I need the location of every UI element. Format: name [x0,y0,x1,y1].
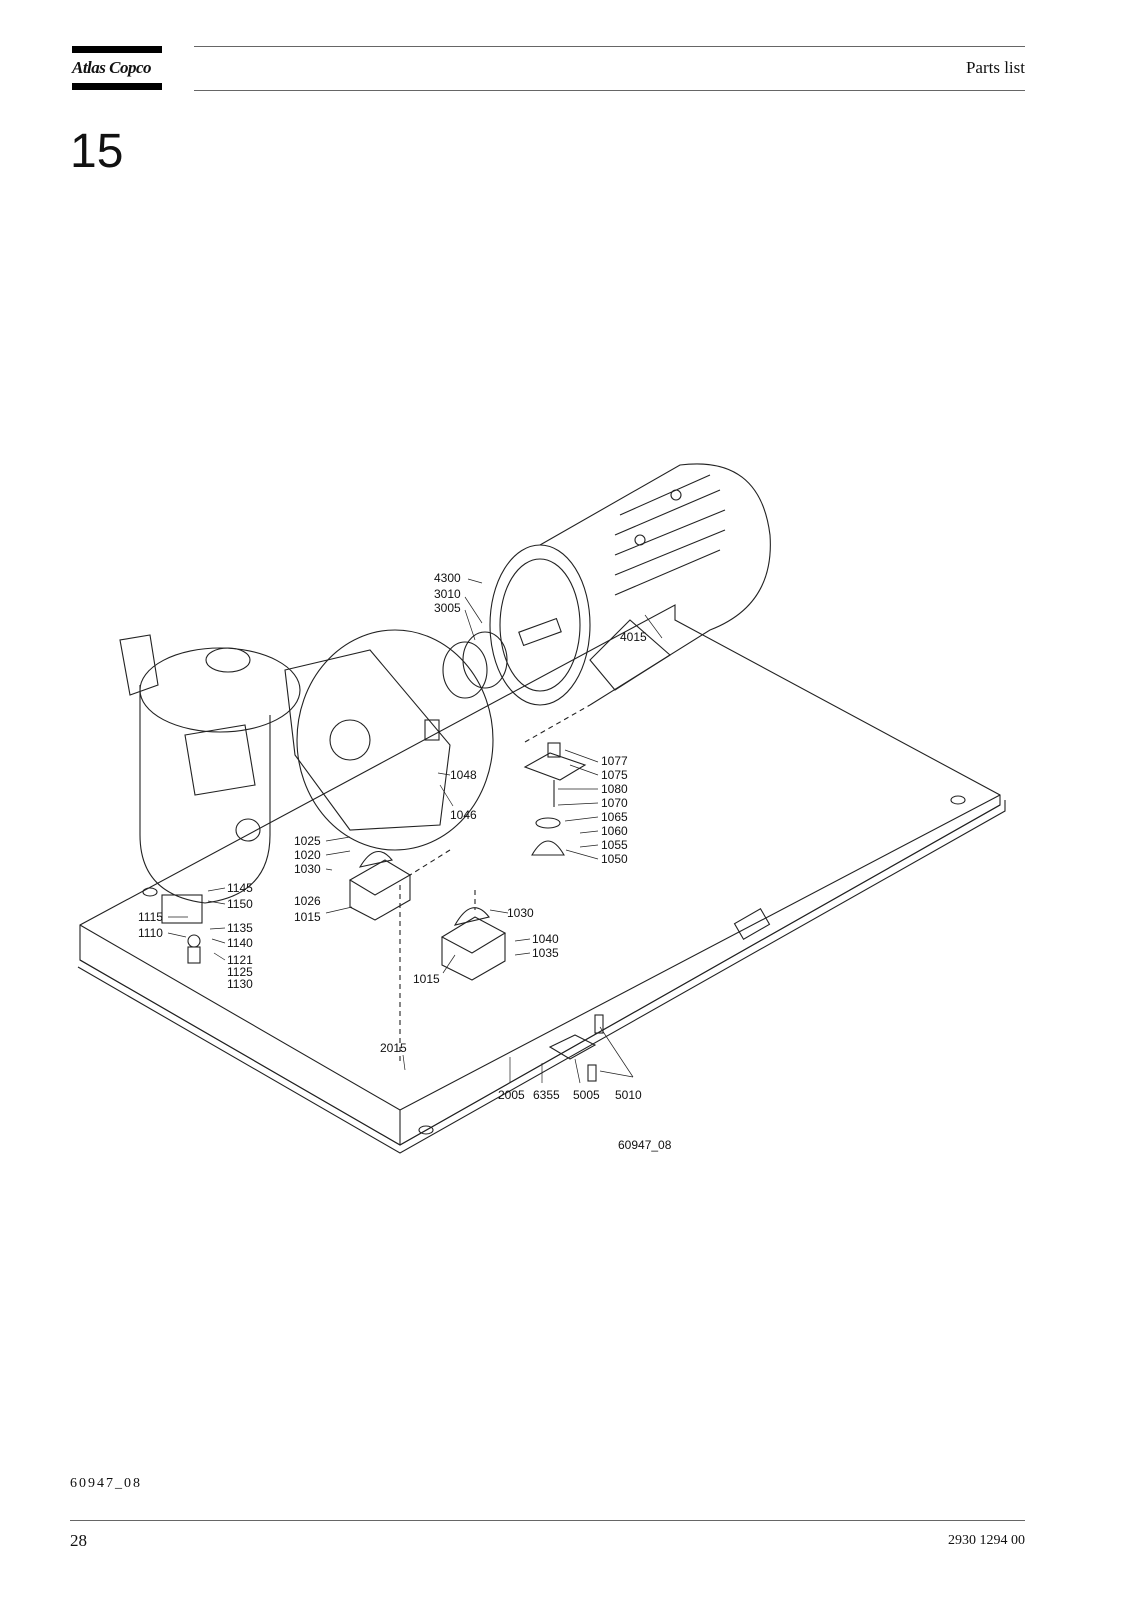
callout-1040: 1040 [532,932,559,946]
callout-1046: 1046 [450,808,477,822]
callout-1015: 1015 [294,910,321,924]
logo-bar-bottom [72,83,162,90]
logo-bar-top [72,46,162,53]
callout-1015-lower: 1015 [413,972,440,986]
callout-1030-lower: 1030 [507,906,534,920]
callout-1080: 1080 [601,782,628,796]
callout-1035: 1035 [532,946,559,960]
oil-separator-tank [119,634,301,924]
callout-1125: 1125 [227,965,253,979]
figure-code: 60947_08 [70,1476,142,1491]
callout-1115: 1115 [138,910,163,924]
callout-1077: 1077 [601,754,628,768]
callout-1110: 1110 [138,926,163,940]
motor-mount [523,742,587,856]
callout-1020: 1020 [294,848,321,862]
callout-1030: 1030 [294,862,321,876]
callout-1070: 1070 [601,796,628,810]
callout-1121: 1121 [227,953,253,967]
callout-1130: 1130 [227,977,253,991]
leader-lines [167,578,663,1084]
callout-1048: 1048 [450,768,477,782]
callout-3010: 3010 [434,587,461,601]
atlas-copco-logo: Atlas Copco [72,46,162,90]
callout-1145: 1145 [227,881,253,895]
callout-1025: 1025 [294,834,321,848]
callout-2015: 2015 [380,1041,407,1055]
callout-1140: 1140 [227,936,253,950]
callout-1135: 1135 [227,921,253,935]
callout-5005: 5005 [573,1088,600,1102]
callout-2005: 2005 [498,1088,525,1102]
callout-1065: 1065 [601,810,628,824]
callout-1060: 1060 [601,824,628,838]
coupling [442,631,508,699]
footer-rule [70,1520,1025,1521]
page-number: 28 [70,1531,87,1550]
compressor-element [284,629,494,851]
header-rule-bottom [194,90,1025,91]
base-frame [77,604,1006,1154]
section-number: 15 [70,125,124,178]
lifting-bracket [548,1014,604,1082]
callout-1026: 1026 [294,894,321,908]
exploded-parts-drawing: 4300 3010 3005 4015 1048 1046 1077 1075 … [77,463,1006,1154]
logo-wordmark: Atlas Copco [72,58,152,77]
electric-motor [489,463,771,706]
callout-1075: 1075 [601,768,628,782]
header-rule-top [194,46,1025,47]
document-number: 2930 1294 00 [948,1533,1025,1548]
callout-3005: 3005 [434,601,461,615]
callout-4300: 4300 [434,571,461,585]
callout-1150: 1150 [227,897,253,911]
callout-5010: 5010 [615,1088,642,1102]
callout-1050: 1050 [601,852,628,866]
callout-labels: 4300 3010 3005 4015 1048 1046 1077 1075 … [138,571,672,1152]
callout-1055: 1055 [601,838,628,852]
callout-6355: 6355 [533,1088,560,1102]
element-mounts [187,851,507,981]
callout-4015: 4015 [620,630,647,644]
page-header-title: Parts list [965,58,1025,77]
figure-code-in-drawing: 60947_08 [618,1138,672,1152]
assembly-lines [399,704,591,1065]
